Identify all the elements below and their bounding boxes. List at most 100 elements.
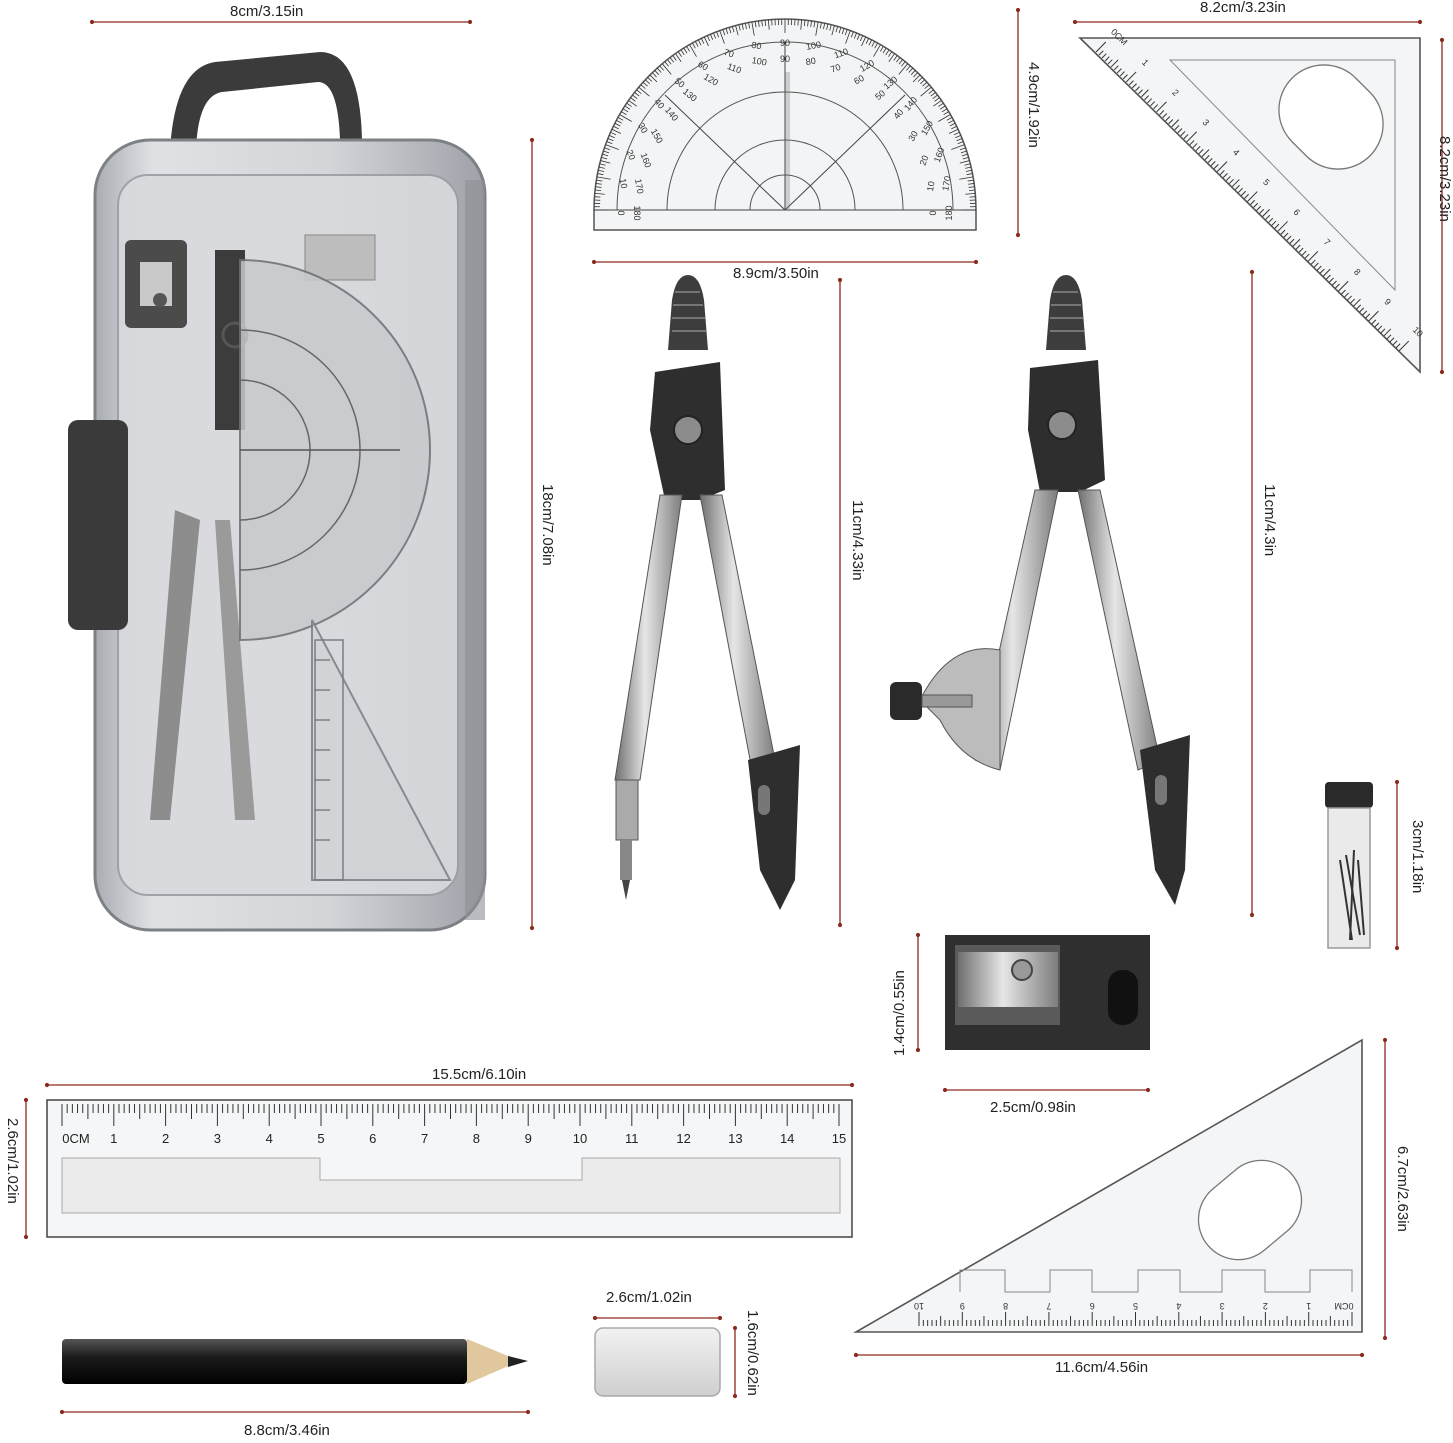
protractor-inner-number: 80 xyxy=(805,56,817,68)
protractor-tick xyxy=(738,24,741,31)
ruler-number: 1 xyxy=(110,1131,117,1146)
set-square-45-tick xyxy=(1292,238,1301,247)
lead-tube xyxy=(1325,782,1373,949)
ruler-number: 3 xyxy=(214,1131,221,1146)
protractor-tick xyxy=(694,41,699,47)
set-square-45-tick xyxy=(1259,208,1265,214)
protractor-tick xyxy=(594,192,605,195)
protractor-tick xyxy=(859,35,864,42)
set-square-45-tick xyxy=(1210,161,1216,166)
set-square-45-tick xyxy=(1241,190,1246,196)
protractor-tick xyxy=(856,34,860,40)
protractor-tick xyxy=(965,169,972,172)
protractor-tick xyxy=(959,147,966,151)
protractor-outer-number: 160 xyxy=(932,146,947,164)
protractor-tick xyxy=(938,102,944,107)
protractor-tick xyxy=(664,61,669,67)
protractor-inner-number: 180 xyxy=(632,205,642,220)
protractor-tick xyxy=(865,38,870,44)
protractor-tick xyxy=(924,84,930,89)
protractor-tick xyxy=(611,128,622,134)
protractor-tick xyxy=(669,57,674,63)
protractor-tick xyxy=(602,153,609,157)
protractor-inner-number: 40 xyxy=(891,107,905,121)
protractor-tick xyxy=(652,72,657,78)
set-square-45-tick xyxy=(1328,277,1334,283)
set-square-45-tick xyxy=(1253,202,1259,208)
protractor-tick xyxy=(850,31,854,38)
protractor-tick xyxy=(689,44,697,57)
protractor-ticks xyxy=(594,19,976,211)
set-square-45-tick xyxy=(1201,149,1210,158)
protractor-tick xyxy=(823,23,826,30)
protractor-inner-number: 170 xyxy=(633,178,645,195)
storage-case xyxy=(68,52,487,932)
protractor-tick xyxy=(761,20,763,27)
ruler-number: 9 xyxy=(525,1131,532,1146)
set-square-45-tick xyxy=(1119,71,1125,77)
set-square-45-number: 3 xyxy=(1201,117,1212,128)
ruler-number: 2 xyxy=(162,1131,169,1146)
eraser xyxy=(594,1327,721,1397)
set-square-45-tick xyxy=(1171,119,1180,128)
protractor-tick xyxy=(841,28,845,35)
set-square-45-number: 2 xyxy=(1170,87,1181,98)
set-square-45-tick xyxy=(1198,149,1204,155)
protractor-tick xyxy=(598,169,605,172)
protractor-tick xyxy=(966,173,973,176)
protractor-tick xyxy=(964,163,971,166)
protractor-tick xyxy=(661,63,672,75)
protractor-tick xyxy=(845,30,851,44)
set-square-60-number: 2 xyxy=(1263,1301,1268,1311)
protractor-tick xyxy=(831,25,835,36)
protractor-tick xyxy=(622,108,629,113)
protractor-tick xyxy=(706,35,711,42)
protractor-tick xyxy=(946,117,953,121)
set-square-60-number: 5 xyxy=(1133,1301,1138,1311)
set-square-45-tick xyxy=(1113,65,1119,71)
protractor-tick xyxy=(640,84,646,89)
set-square-45-tick xyxy=(1225,175,1231,181)
protractor-tick xyxy=(955,135,961,139)
set-square-45-tick xyxy=(1110,59,1119,68)
protractor-inner-number: 30 xyxy=(906,129,920,143)
protractor-tick xyxy=(960,150,967,154)
set-square-45-tick xyxy=(1222,172,1228,178)
protractor-tick xyxy=(667,59,672,65)
set-square-60-unit-label: 0CM xyxy=(1334,1301,1353,1311)
protractor-tick xyxy=(710,34,714,40)
protractor-tick xyxy=(957,141,964,145)
set-square-60-width-label: 11.6cm/4.56in xyxy=(1055,1359,1149,1376)
case-width-label: 8cm/3.15in xyxy=(230,3,304,20)
protractor-tick xyxy=(692,42,696,49)
set-square-60-ticks xyxy=(918,1312,1353,1326)
set-square-45-tick xyxy=(1138,89,1143,95)
set-square-45-tick xyxy=(1116,68,1122,74)
protractor-inner-number: 50 xyxy=(873,88,887,102)
protractor-inner-number: 0 xyxy=(928,210,938,215)
ruler-width-label: 15.5cm/6.10in xyxy=(432,1066,527,1083)
set-square-45-tick xyxy=(1247,191,1258,202)
ruler-number: 4 xyxy=(266,1131,273,1146)
set-square-60-number: 3 xyxy=(1220,1301,1225,1311)
set-square-45-tick xyxy=(1228,178,1234,184)
protractor-inner-number: 100 xyxy=(751,55,768,67)
protractor-tick xyxy=(943,111,949,116)
protractor-tick xyxy=(893,55,898,61)
protractor-tick xyxy=(683,47,688,54)
protractor-tick xyxy=(656,67,662,73)
protractor-tick xyxy=(826,23,829,30)
set-square-45-tick xyxy=(1186,131,1198,143)
protractor-tick xyxy=(930,92,936,97)
protractor-tick xyxy=(600,160,611,164)
set-square-45-tick xyxy=(1380,328,1386,334)
protractor-tick xyxy=(917,77,923,82)
protractor-outer-number: 50 xyxy=(673,76,687,90)
set-square-45-ticks xyxy=(1095,41,1410,352)
set-square-45-tick xyxy=(1180,131,1186,137)
protractor-tick xyxy=(906,65,911,71)
set-square-45-tick xyxy=(1325,274,1331,280)
